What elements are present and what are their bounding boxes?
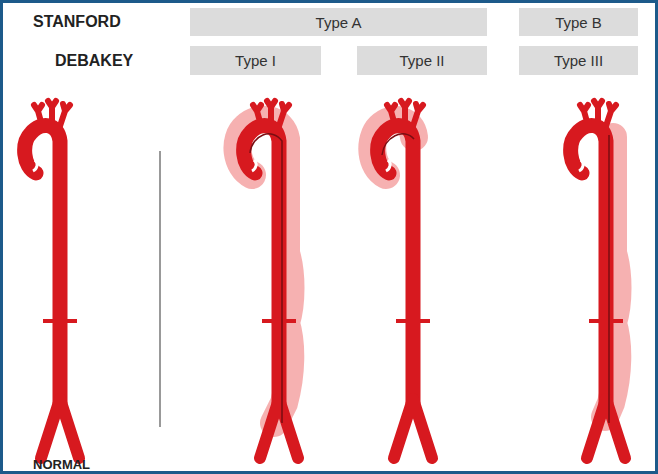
header-bar: Type III [519,46,638,75]
type-label: Type A [316,14,362,31]
row-heading: STANFORD [33,13,121,31]
figure-label: NORMAL [33,457,90,472]
type-label: Type II [399,52,444,69]
header-bar: Type I [190,46,321,75]
type-label: Type III [554,52,603,69]
type-label: Type I [235,52,276,69]
type-i-aorta [237,101,298,458]
header-bar: Type A [190,8,487,36]
type-label: Type B [555,14,602,31]
header-bar: Type B [519,8,638,36]
row-heading: DEBAKEY [55,52,133,70]
type-iii-aorta [571,101,625,458]
header-bar: Type II [357,46,487,75]
type-ii-aorta [372,101,432,458]
divider [159,151,161,427]
